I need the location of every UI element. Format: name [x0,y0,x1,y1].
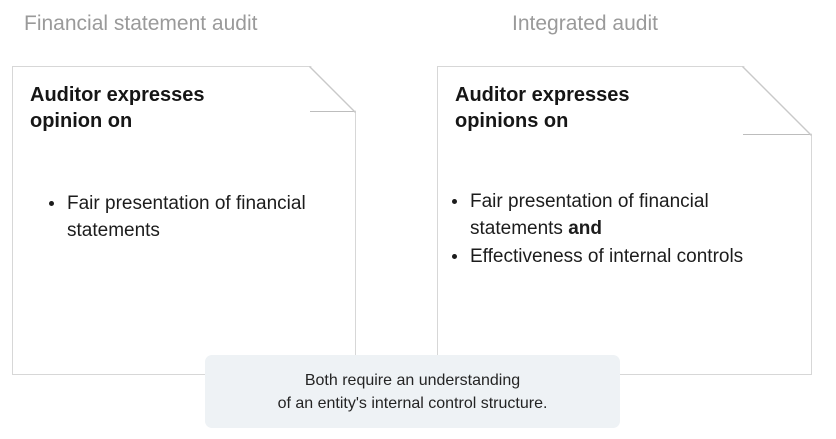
list-item-label: Fair presentation of financial statement… [470,191,709,239]
bullet-list-financial: Fair presentation of financial statement… [46,190,346,244]
callout-both-require: Both require an understanding of an enti… [205,355,620,428]
list-item: Fair presentation of financial statement… [449,188,799,242]
column-header-integrated-audit: Integrated audit [512,12,658,35]
card-financial-statement-audit: Auditor expresses opinion on Fair presen… [12,66,356,375]
list-item-label: Effectiveness of internal controls [470,246,744,267]
list-item: Effectiveness of internal controls [449,243,799,270]
list-item: Fair presentation of financial statement… [46,190,346,244]
card-heading-integrated: Auditor expresses opinions on [455,84,630,132]
card-integrated-audit: Auditor expresses opinions on Fair prese… [437,66,812,375]
bullet-dot-icon [452,199,457,204]
callout-line-1: Both require an understanding [304,371,521,389]
bullet-dot-icon [49,201,54,206]
list-item-label: Fair presentation of financial statement… [67,193,306,241]
callout-line-2: of an entity's internal control structur… [277,394,548,412]
list-item-emphasis: and [568,218,602,239]
bullet-dot-icon [452,254,457,259]
bullet-list-integrated: Fair presentation of financial statement… [449,188,799,270]
card-heading-financial: Auditor expresses opinion on [30,84,205,132]
card-surface [12,66,356,375]
column-header-financial-statement-audit: Financial statement audit [24,12,258,35]
